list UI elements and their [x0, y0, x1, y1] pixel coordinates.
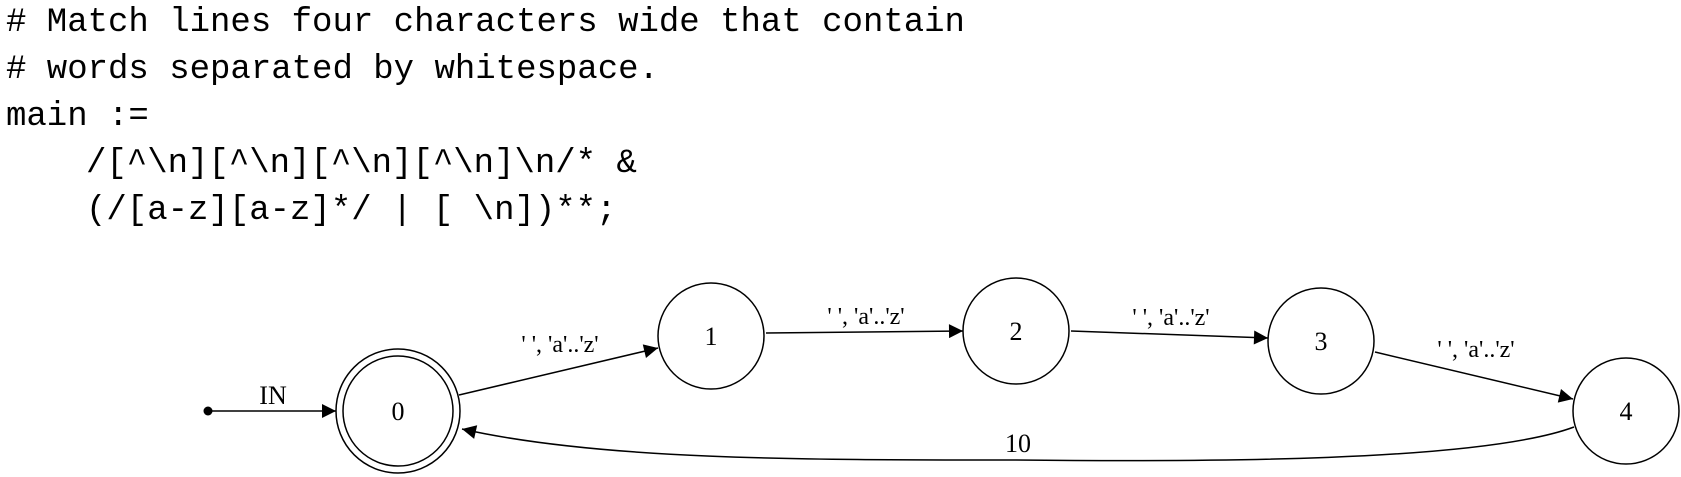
edge-label-0-1: ' ', 'a'..'z' — [521, 332, 598, 358]
start-label: IN — [259, 381, 287, 410]
code-line-1: # Match lines four characters wide that … — [6, 4, 965, 42]
edge-0-1 — [458, 344, 659, 396]
edge-label-2-3: ' ', 'a'..'z' — [1132, 305, 1209, 331]
code-block: # Match lines four characters wide that … — [6, 0, 965, 235]
state-label-2: 2 — [1010, 317, 1023, 346]
edge-label-3-4: ' ', 'a'..'z' — [1437, 337, 1514, 363]
edge-4-0 — [461, 425, 1575, 462]
state-label-1: 1 — [705, 322, 718, 351]
state-node-4: 4 — [1572, 357, 1680, 465]
code-line-5: (/[a-z][a-z]*/ | [ \n])**; — [86, 192, 617, 230]
start-point — [203, 406, 213, 416]
state-node-2: 2 — [962, 277, 1070, 385]
code-line-2: # words separated by whitespace. — [6, 51, 659, 89]
code-line-3: main := — [6, 98, 149, 136]
state-label-4: 4 — [1620, 397, 1633, 426]
state-node-0: 0 — [335, 348, 461, 474]
edge-label-1-2: ' ', 'a'..'z' — [827, 304, 904, 330]
edge-label-4-0: 10 — [1005, 429, 1031, 458]
state-label-0: 0 — [392, 397, 405, 426]
state-node-3: 3 — [1267, 287, 1375, 395]
edge-3-4 — [1374, 351, 1574, 403]
state-node-1: 1 — [657, 282, 765, 390]
code-line-4: /[^\n][^\n][^\n][^\n]\n/* & — [86, 145, 637, 183]
edge-2-3 — [1070, 330, 1269, 345]
state-label-3: 3 — [1315, 327, 1328, 356]
edge-1-2 — [765, 324, 964, 339]
